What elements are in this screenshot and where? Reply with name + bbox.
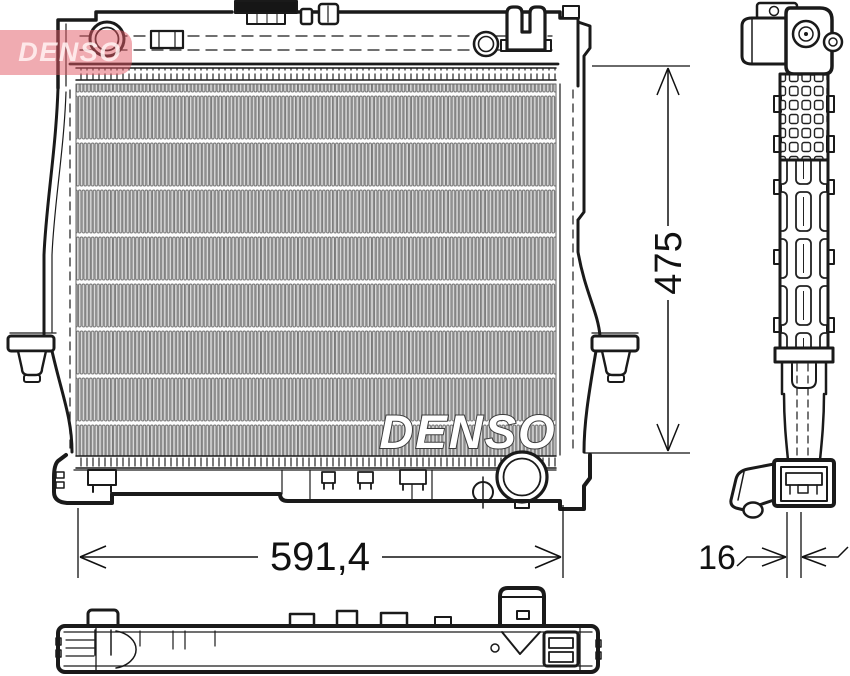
u-bracket bbox=[505, 5, 547, 52]
width-dim-label: 591,4 bbox=[270, 535, 370, 579]
side-filler-neck bbox=[740, 16, 792, 66]
plug bbox=[472, 30, 500, 58]
bottom-view bbox=[55, 586, 602, 674]
height-dimension: 475 bbox=[584, 65, 690, 454]
side-cap-boss bbox=[791, 19, 821, 49]
outlet-pipe-front bbox=[495, 450, 549, 504]
thickness-dim-label: 16 bbox=[698, 539, 736, 577]
right-mount-foot bbox=[590, 334, 640, 353]
core-fin-area bbox=[75, 83, 557, 457]
width-dimension: 591,4 bbox=[77, 505, 564, 579]
left-mount-foot bbox=[6, 334, 56, 353]
bottom-tank-body bbox=[56, 624, 600, 674]
side-ear-lug bbox=[822, 31, 844, 53]
drain-plug bbox=[472, 481, 494, 503]
denso-logo-text: DENSO bbox=[18, 37, 122, 67]
height-dim-label: 475 bbox=[648, 231, 690, 294]
denso-logo-badge: DENSO bbox=[0, 30, 132, 75]
top-bracket bbox=[234, 0, 298, 14]
pipe-stub bbox=[299, 7, 314, 26]
side-view bbox=[729, 1, 844, 519]
side-foot bbox=[772, 458, 836, 508]
top-clip bbox=[149, 29, 185, 50]
thickness-dimension: 16 bbox=[698, 512, 849, 578]
outlet-pipe-bottom bbox=[498, 586, 546, 632]
side-bracket-arm bbox=[729, 462, 776, 512]
front-view bbox=[6, 0, 640, 511]
denso-watermark: DENSO bbox=[379, 405, 556, 458]
